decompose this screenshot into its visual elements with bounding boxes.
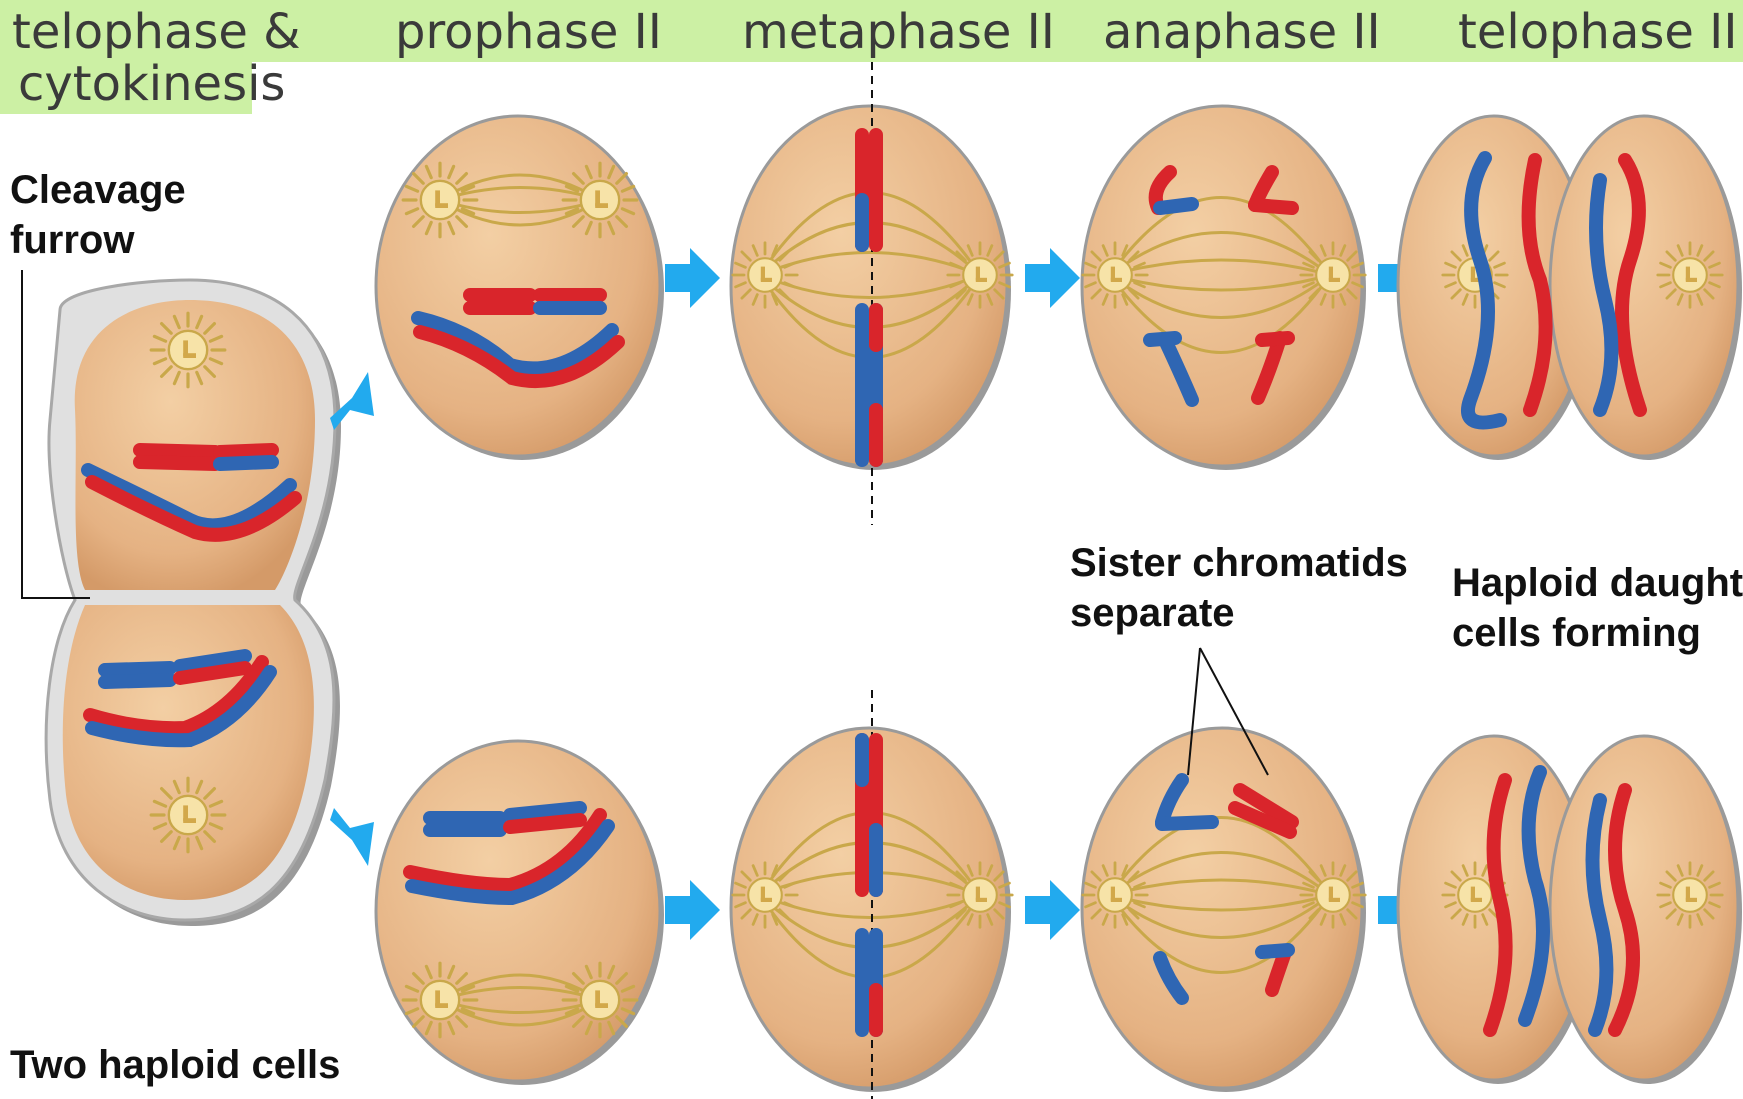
anaphase-ii-cell-top [1082,106,1366,470]
telophase-ii-cells-top [1398,116,1742,460]
arrow-row1-1 [665,248,720,308]
arrow-down-right [330,808,374,866]
arrow-row2-2 [1025,880,1080,940]
anaphase-ii-cell-bottom [1082,728,1366,1092]
arrow-row1-2 [1025,248,1080,308]
arrow-row2-1 [665,880,720,940]
prophase-ii-cell-bottom [376,741,664,1085]
telophase-ii-cells-bottom [1398,736,1742,1084]
telophase-cytokinesis-cell [22,270,341,926]
